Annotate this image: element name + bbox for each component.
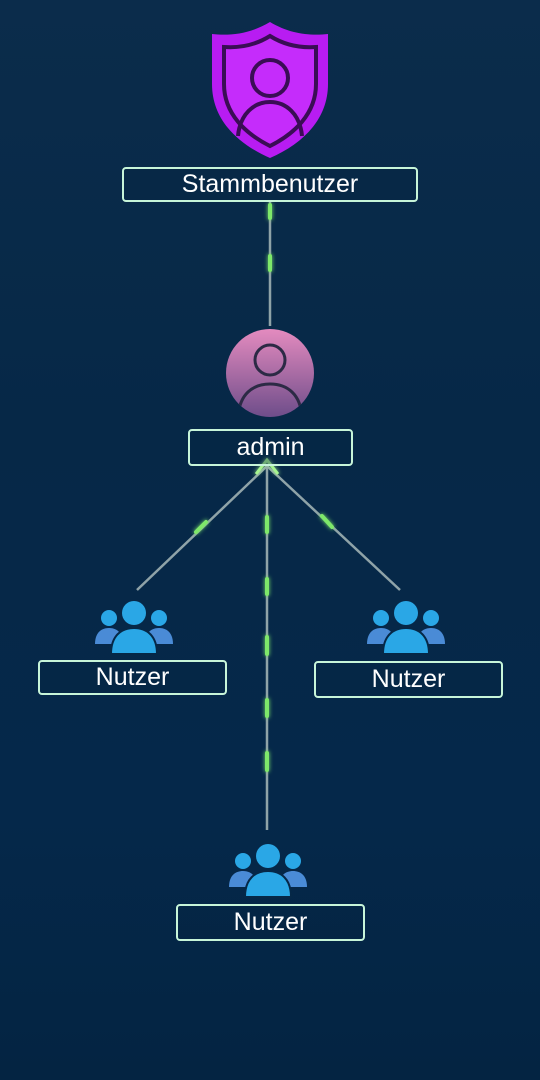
users-group-icon: [367, 601, 445, 655]
users-group-icon: [95, 601, 173, 655]
user-node-label-left[interactable]: Nutzer: [38, 660, 227, 695]
admin-node-label[interactable]: admin: [188, 429, 353, 466]
shield-user-icon: [212, 22, 328, 158]
user-node-label-right[interactable]: Nutzer: [314, 661, 503, 698]
flow-pulse: [194, 520, 208, 534]
user-node-label-bottom[interactable]: Nutzer: [176, 904, 365, 941]
admin-junction-glow: [254, 457, 280, 475]
users-group-icon: [229, 844, 307, 898]
flow-pulse: [320, 514, 334, 529]
user-avatar-icon: [226, 329, 314, 417]
root-node-label[interactable]: Stammbenutzer: [122, 167, 418, 202]
